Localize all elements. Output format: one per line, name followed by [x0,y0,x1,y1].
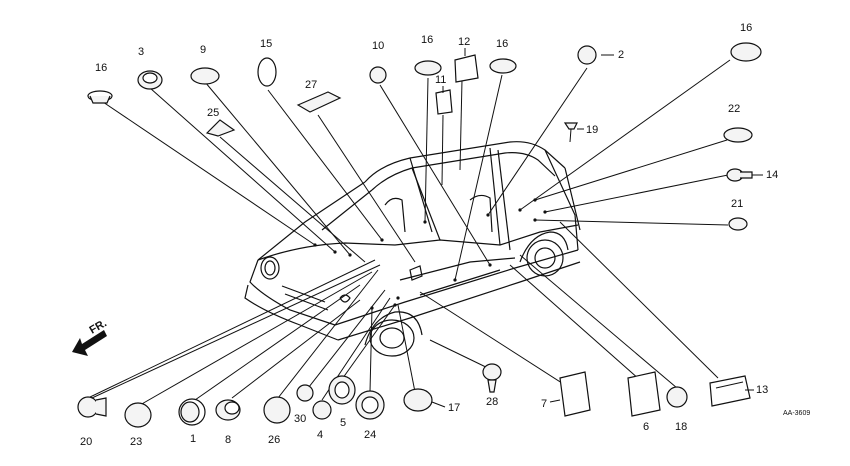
callout-5: 5 [340,417,346,429]
callout-11: 11 [435,74,446,86]
callout-21: 20 [80,436,92,448]
callout-22: 21 [731,198,743,210]
part-13-bracket [709,375,751,407]
part-6-pad [627,371,661,417]
callout-17: 17 [448,402,460,414]
part-16b-plug [489,58,517,74]
part-15-oval-seal [257,57,277,87]
part-16a-plug [414,60,442,76]
callout-16a: 16 [421,34,433,46]
part-30-grommet [296,384,314,402]
callout-10: 10 [372,40,384,52]
callout-labels: 16 3 9 25 15 27 10 16 12 11 16 2 19 16 2… [80,22,810,448]
callout-14: 14 [766,169,778,181]
callout-27: 27 [305,79,317,91]
part-11-pad [435,89,453,115]
callout-2: 2 [618,49,624,61]
part-5-grommet [328,375,356,405]
callout-8: 8 [225,434,231,446]
callout-16c: 16 [740,22,752,34]
callout-23: 22 [728,103,740,115]
part-27-pad [296,91,342,113]
callout-12: 12 [458,36,470,48]
callout-9: 9 [200,44,206,56]
part-7-pad [559,371,591,417]
part-24-plug [124,402,152,428]
car-outline [244,141,581,357]
part-8-grommet [215,399,241,421]
callout-30: 30 [294,413,306,425]
part-20-plug [666,386,688,408]
drawing-code: AA-3609 [783,410,810,417]
part-21-plug [77,396,107,418]
part-18-grommet [87,90,113,104]
callout-1: 1 [190,433,196,445]
callout-24: 23 [130,436,142,448]
part-3-grommet [137,70,163,90]
part-25-grommet [355,390,385,420]
part-14-clip [726,168,753,182]
part-16c-plug [730,42,762,62]
front-direction-arrow: FR. [72,317,109,356]
callout-16b: 16 [496,38,508,50]
label-ticks [431,48,763,408]
callout-18: 16 [95,62,107,74]
part-10-grommet [369,66,387,84]
part-29-wedge [205,119,236,137]
leader-lines [87,59,731,406]
part-17-plug [403,388,433,412]
callout-13: 13 [756,384,768,396]
callout-25: 24 [364,429,376,441]
attachment-points [313,198,547,310]
callout-29: 25 [207,107,219,119]
callout-26: 26 [268,434,280,446]
part-4-grommet [312,400,332,420]
callout-6: 6 [643,421,649,433]
callout-7: 7 [541,398,547,410]
callout-28: 28 [486,396,498,408]
callout-4: 4 [317,429,323,441]
part-2-plug [577,45,597,65]
callout-15: 15 [260,38,272,50]
part-22-grommet [728,217,748,231]
part-9-plug [190,67,220,85]
part-28-clip [482,363,502,393]
part-12-seal [454,54,479,83]
part-23-plug [723,127,753,143]
part-1-grommet [178,398,206,426]
callout-20: 18 [675,421,687,433]
part-26-plug [263,396,291,424]
part-19-clip [563,122,578,143]
callout-19: 19 [586,124,598,136]
callout-3: 3 [138,46,144,58]
